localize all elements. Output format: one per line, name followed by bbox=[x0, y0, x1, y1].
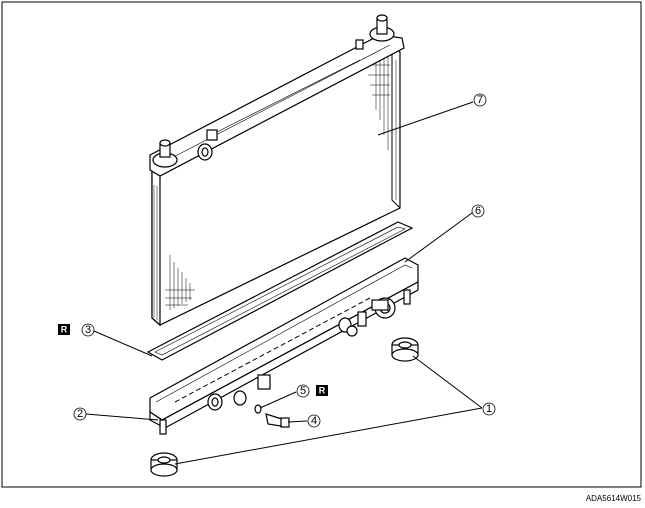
callout-2: 2 bbox=[73, 407, 87, 421]
lower-tank bbox=[149, 257, 419, 435]
callout-1: 1 bbox=[482, 402, 496, 416]
callout-5-label: 5 bbox=[300, 385, 306, 397]
gasket-seal bbox=[146, 221, 414, 361]
radiator-core bbox=[149, 14, 405, 327]
replace-badge-gasket-label: R bbox=[61, 325, 68, 335]
callout-7-label: 7 bbox=[477, 94, 483, 106]
callout-2-label: 2 bbox=[77, 408, 83, 420]
diagram-border bbox=[1, 1, 642, 488]
mount-rubber-right bbox=[391, 337, 419, 362]
callout-3: 3 bbox=[81, 323, 95, 337]
callout-3-label: 3 bbox=[85, 324, 91, 336]
mount-rubber-left bbox=[150, 452, 178, 477]
figure-code: ADA5614W015 bbox=[586, 494, 642, 503]
leader-lines bbox=[85, 101, 483, 465]
o-ring bbox=[254, 404, 262, 414]
callout-1-label: 1 bbox=[486, 403, 492, 415]
callout-6-label: 6 bbox=[475, 205, 481, 217]
replace-badge-o-ring-label: R bbox=[319, 386, 326, 396]
replace-badge-gasket: R bbox=[58, 324, 70, 335]
drain-plug bbox=[265, 413, 290, 428]
replace-badge-o-ring: R bbox=[316, 385, 328, 396]
callout-4-label: 4 bbox=[311, 415, 317, 427]
callout-6: 6 bbox=[471, 204, 485, 218]
callout-5: 5 bbox=[296, 384, 310, 398]
callout-4: 4 bbox=[307, 414, 321, 428]
callout-7: 7 bbox=[473, 93, 487, 107]
